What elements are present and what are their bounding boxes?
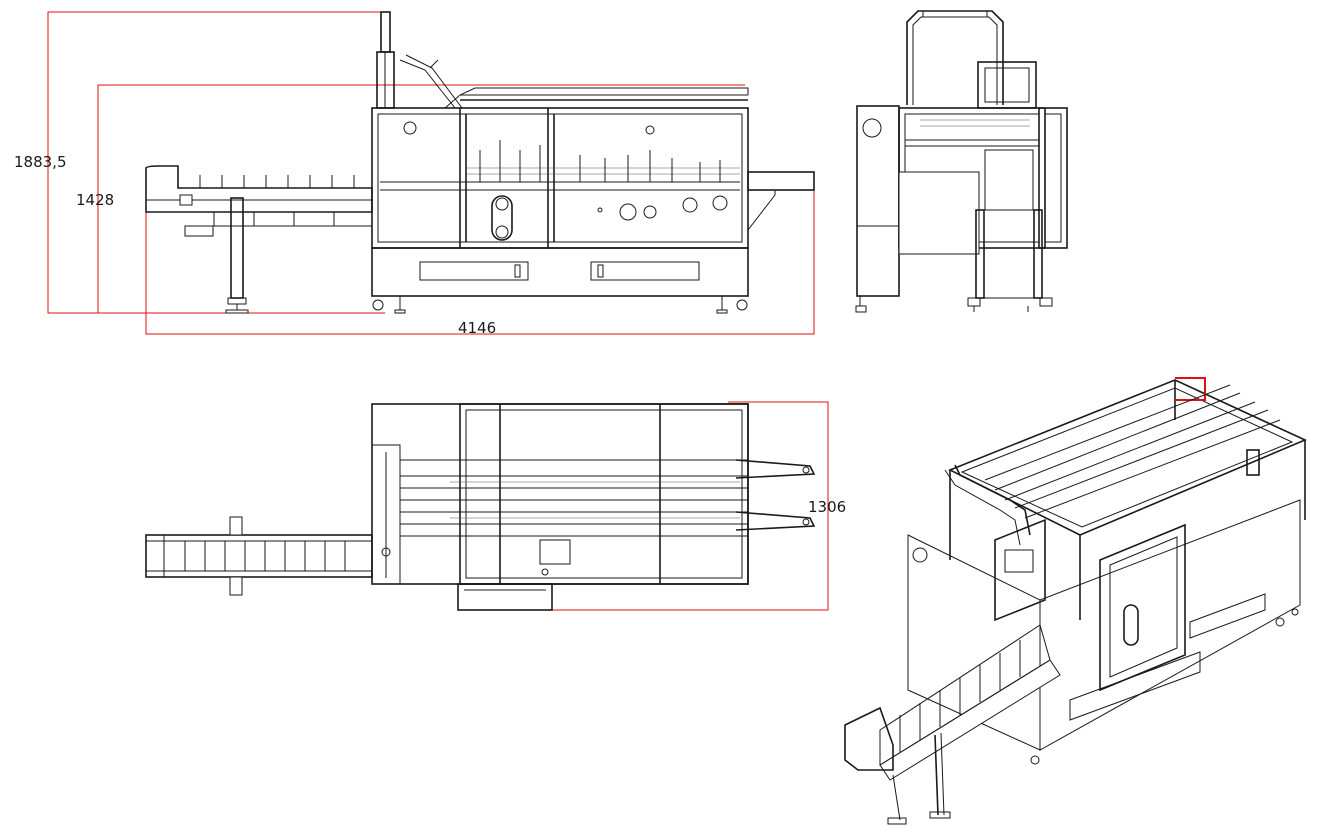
dimension-overall-height: 1883,5 [14,153,67,171]
isometric-conveyor [844,624,1061,825]
front-dimension-lines [47,11,815,335]
top-view: 1306 [145,401,846,611]
front-feet [372,296,748,314]
top-machine-frame [371,403,816,611]
top-infeed-conveyor [145,516,373,596]
front-machine-body [371,11,815,314]
dimension-overall-width: 1306 [808,498,846,516]
dimension-overall-length: 4146 [458,319,496,337]
isometric-view [844,377,1307,825]
front-view: 1883,5 1428 4146 [14,11,815,337]
front-infeed-conveyor [145,165,373,314]
side-view [855,10,1068,313]
dimension-frame-height: 1428 [76,191,114,209]
